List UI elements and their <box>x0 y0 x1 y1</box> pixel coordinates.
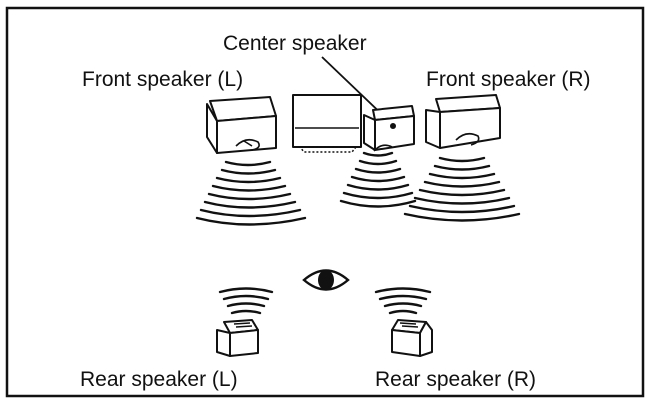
rear-left-speaker-label: Rear speaker (L) <box>80 368 238 391</box>
front-right-speaker-icon <box>425 94 501 149</box>
rear-right-speaker-icon <box>391 319 433 357</box>
television-icon <box>292 94 362 153</box>
center-speaker-label: Center speaker <box>223 32 367 55</box>
rear-left-sound-waves-icon <box>218 287 274 315</box>
front-right-sound-waves-icon <box>403 156 521 222</box>
front-left-speaker-icon <box>206 96 277 154</box>
rear-right-sound-waves-icon <box>374 287 432 315</box>
listener-eye-icon <box>302 269 350 291</box>
front-left-sound-waves-icon <box>195 160 307 226</box>
rear-left-speaker-icon <box>216 319 259 357</box>
center-sound-waves-icon <box>339 151 417 208</box>
center-speaker-icon <box>363 105 415 152</box>
front-left-speaker-label: Front speaker (L) <box>82 68 243 91</box>
diagram-frame <box>5 6 645 398</box>
front-right-speaker-label: Front speaker (R) <box>426 68 591 91</box>
rear-right-speaker-label: Rear speaker (R) <box>375 368 536 391</box>
